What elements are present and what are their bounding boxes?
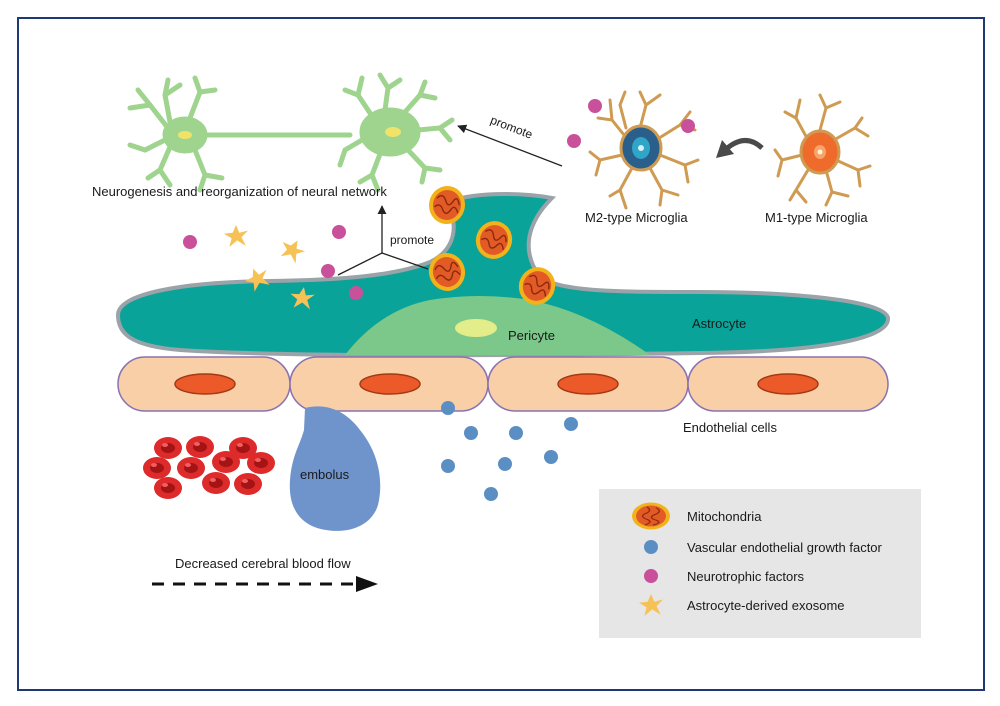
legend-label-exosome: Astrocyte-derived exosome xyxy=(687,598,845,613)
promote-arrow-mid-right xyxy=(381,252,429,270)
promote-label-mid: promote xyxy=(390,233,434,247)
neurotrophic-dot xyxy=(332,225,346,239)
legend-label-mitochondria: Mitochondria xyxy=(687,509,762,524)
mitochondria-icon xyxy=(631,501,671,531)
m1-microglia-label: M1-type Microglia xyxy=(765,210,868,225)
astrocyte-cell xyxy=(115,192,890,358)
m2-microglia-illustration xyxy=(588,90,700,210)
promote-arrow-mid-left xyxy=(337,252,383,276)
endothelial-nucleus xyxy=(359,373,421,395)
endothelial-layer xyxy=(117,356,889,412)
astrocyte-label: Astrocyte xyxy=(692,316,746,331)
pericyte-label: Pericyte xyxy=(508,328,555,343)
endothelial-label: Endothelial cells xyxy=(683,420,777,435)
neurotrophic-dot xyxy=(681,119,695,133)
endothelial-nucleus xyxy=(557,373,619,395)
vegf-dots xyxy=(441,401,578,501)
neuron-network-illustration xyxy=(127,72,455,193)
m2-microglia-label: M2-type Microglia xyxy=(585,210,688,225)
legend-label-vegf: Vascular endothelial growth factor xyxy=(687,540,883,555)
endothelial-nucleus xyxy=(174,373,236,395)
embolus-label: embolus xyxy=(300,467,350,482)
neurotrophic-dot xyxy=(183,235,197,249)
neurotrophic-dot xyxy=(588,99,602,113)
pericyte-cell xyxy=(345,296,650,355)
polarization-arrow xyxy=(723,138,764,152)
endothelial-nucleus xyxy=(757,373,819,395)
embolus xyxy=(289,406,381,531)
neurotrophic-dot xyxy=(349,286,363,300)
legend: Mitochondria Vascular endothelial growth… xyxy=(599,489,921,638)
neurogenesis-label: Neurogenesis and reorganization of neura… xyxy=(92,184,387,199)
blood-flow-label: Decreased cerebral blood flow xyxy=(175,556,351,571)
neurotrophic-dot xyxy=(321,264,335,278)
pericyte-nucleus xyxy=(455,319,497,337)
neurotrophic-dot xyxy=(567,134,581,148)
legend-label-neurotrophic: Neurotrophic factors xyxy=(687,569,805,584)
m1-microglia-illustration xyxy=(773,93,872,207)
vegf-dot-icon xyxy=(644,540,658,554)
neurotrophic-dot-icon xyxy=(644,569,658,583)
promote-arrow-top xyxy=(457,124,563,167)
